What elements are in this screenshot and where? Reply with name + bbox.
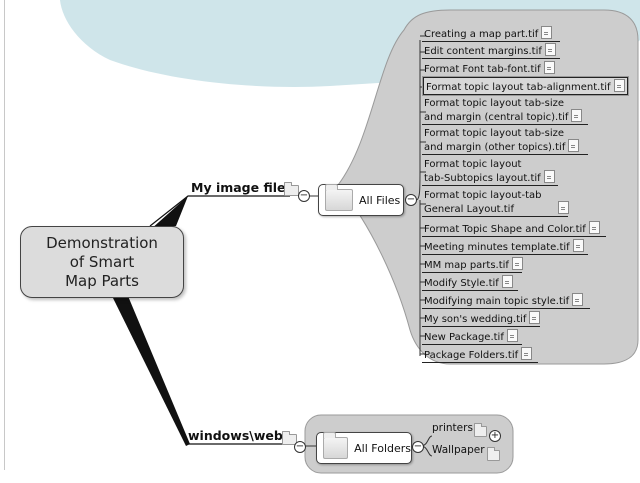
underline	[422, 308, 590, 309]
branch-wedge-windows	[112, 296, 190, 446]
connector-allfiles-list	[415, 40, 421, 356]
folder-icon[interactable]	[487, 447, 500, 461]
document-icon	[529, 311, 541, 324]
file-name: Format topic layout tab-alignment.tif	[426, 82, 611, 93]
underline	[422, 41, 560, 42]
file-item[interactable]: New Package.tif	[422, 329, 522, 345]
underline	[422, 185, 558, 186]
smart-part-all-files[interactable]: All Files	[318, 184, 404, 216]
folder-item-wallpaper[interactable]: Wallpaper	[432, 444, 485, 456]
file-name-line-1: Format topic layout tab-size	[424, 128, 565, 139]
file-name-line-2: and margin (central topic).tif	[424, 112, 569, 123]
document-icon	[571, 109, 583, 122]
file-item[interactable]: MM map parts.tif	[422, 257, 523, 273]
files-boundary	[337, 9, 639, 365]
document-icon	[568, 139, 580, 152]
file-item[interactable]: Meeting minutes template.tif	[422, 239, 588, 255]
folder-icon	[323, 432, 349, 459]
file-name: New Package.tif	[424, 332, 504, 343]
document-icon	[613, 79, 625, 92]
underline	[422, 236, 606, 237]
file-item[interactable]: Modify Style.tif	[422, 275, 518, 291]
document-icon	[501, 275, 513, 288]
underline	[422, 216, 568, 217]
central-topic[interactable]: Demonstration of Smart Map Parts	[20, 226, 184, 298]
file-name: Modifying main topic style.tif	[424, 296, 570, 307]
underline	[422, 124, 588, 125]
folder-item-label: Wallpaper	[432, 444, 485, 456]
file-name: Modify Style.tif	[424, 278, 499, 289]
file-item[interactable]: Format topic layout tab-size and margin (…	[422, 128, 588, 155]
file-name: MM map parts.tif	[424, 260, 509, 271]
underline	[422, 272, 522, 273]
folder-item-label: printers	[432, 422, 473, 434]
document-icon	[543, 170, 555, 183]
document-icon	[543, 61, 555, 74]
folder-icon[interactable]	[282, 431, 297, 445]
file-name-line-1: Format topic layout tab-size	[424, 98, 565, 109]
file-name: Creating a map part.tif	[424, 29, 539, 40]
file-item[interactable]: Edit content margins.tif	[422, 43, 560, 59]
file-name-line-2: General Layout.tif	[424, 204, 514, 215]
file-name: My son's wedding.tif	[424, 314, 527, 325]
file-name: Edit content margins.tif	[424, 46, 542, 57]
file-item-selected[interactable]: Format topic layout tab-alignment.tif	[423, 77, 628, 95]
child-branch-lines	[420, 35, 426, 355]
file-item[interactable]: My son's wedding.tif	[422, 311, 541, 327]
file-item[interactable]: Format topic layout tab-size and margin (…	[422, 98, 588, 125]
file-name: Package Folders.tif	[424, 350, 519, 361]
file-name-line-2: tab-Subtopics layout.tif	[424, 173, 541, 184]
document-icon	[506, 329, 518, 342]
file-name: Format Topic Shape and Color.tif	[424, 224, 586, 235]
smart-part-label: All Files	[359, 193, 401, 207]
smart-part-label: All Folders	[354, 441, 411, 455]
file-name-line-1: Format topic layout-tab	[424, 190, 542, 201]
document-icon	[557, 201, 569, 214]
branch-wedge-images	[150, 196, 188, 230]
expand-toggle-printers[interactable]: +	[489, 430, 501, 442]
folder-icon[interactable]	[284, 182, 299, 196]
file-item[interactable]: Modifying main topic style.tif	[422, 293, 590, 309]
file-name: Meeting minutes template.tif	[424, 242, 570, 253]
collapse-toggle-my-image-files[interactable]: −	[298, 190, 310, 202]
file-name-line-2: and margin (other topics).tif	[424, 142, 566, 153]
underline	[422, 76, 564, 77]
document-icon	[588, 221, 600, 234]
file-name: Format Font tab-font.tif	[424, 64, 541, 75]
folder-icon	[325, 184, 353, 211]
file-item[interactable]: Format Topic Shape and Color.tif	[422, 221, 606, 237]
collapse-toggle-windows-web[interactable]: −	[294, 441, 306, 453]
file-item[interactable]: Format topic layout tab-Subtopics layout.…	[422, 159, 558, 186]
topic-my-image-files[interactable]: My image files	[191, 180, 293, 195]
smart-part-all-folders[interactable]: All Folders	[316, 432, 412, 464]
file-name-line-1: Format topic layout	[424, 159, 522, 170]
central-topic-label: Demonstration of Smart Map Parts	[46, 233, 158, 290]
collapse-toggle-all-files[interactable]: −	[405, 194, 417, 206]
topic-windows-web[interactable]: windows\web	[188, 428, 283, 443]
document-icon	[572, 293, 584, 306]
underline	[422, 362, 538, 363]
document-icon	[521, 347, 533, 360]
underline	[422, 344, 522, 345]
document-icon	[572, 239, 584, 252]
folder-item-printers[interactable]: printers	[432, 422, 473, 434]
underline	[422, 154, 588, 155]
file-item[interactable]: Format Font tab-font.tif	[422, 61, 564, 77]
canvas-edge	[4, 0, 5, 470]
document-icon	[544, 43, 556, 56]
underline	[422, 290, 518, 291]
underline	[422, 326, 540, 327]
file-item[interactable]: Package Folders.tif	[422, 347, 538, 363]
document-icon	[541, 26, 553, 39]
underline	[422, 58, 560, 59]
underline	[422, 254, 588, 255]
folder-icon[interactable]	[474, 423, 487, 437]
collapse-toggle-all-folders[interactable]: −	[412, 441, 424, 453]
file-item[interactable]: Creating a map part.tif	[422, 26, 560, 42]
document-icon	[511, 257, 523, 270]
